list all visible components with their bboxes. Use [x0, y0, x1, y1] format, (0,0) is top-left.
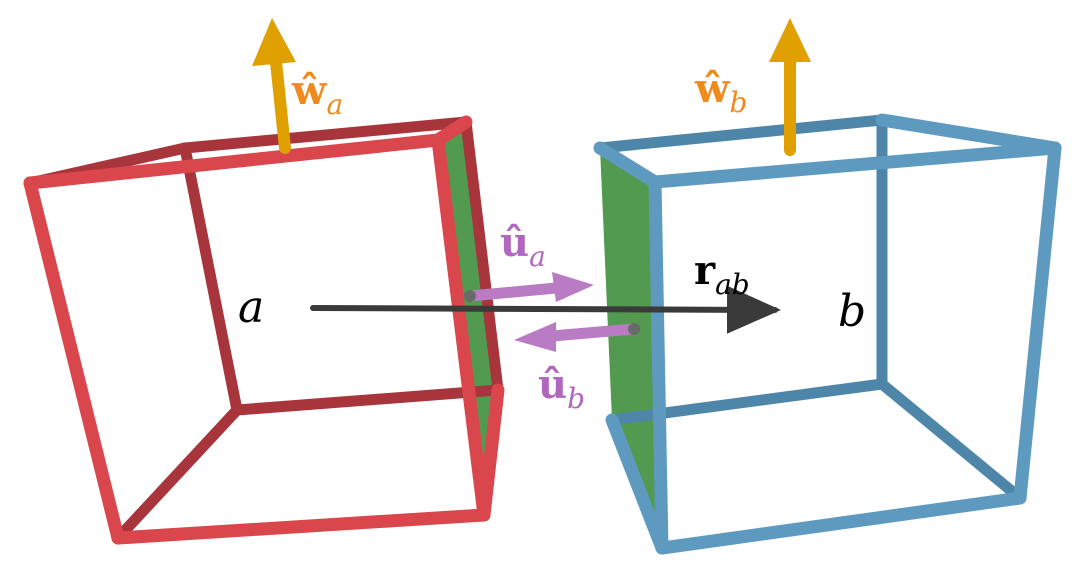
label-w-b: ŵb — [694, 65, 747, 119]
label-w-a: ŵa — [291, 67, 343, 121]
w-b-vector — [769, 18, 811, 156]
label-u-b: ûb — [538, 361, 585, 415]
w-a-vector — [252, 18, 296, 154]
label-r-ab: rab — [694, 247, 750, 301]
cube-b — [593, 113, 1062, 555]
u-b-vector — [514, 322, 640, 352]
u-a-vector — [464, 272, 594, 302]
r-ab-vector — [310, 285, 781, 334]
cube-a — [23, 115, 505, 545]
label-body-b: b — [838, 286, 866, 337]
cube-b-contact-face — [600, 148, 662, 548]
label-body-a: a — [238, 282, 264, 333]
label-u-a: ûa — [500, 219, 546, 273]
